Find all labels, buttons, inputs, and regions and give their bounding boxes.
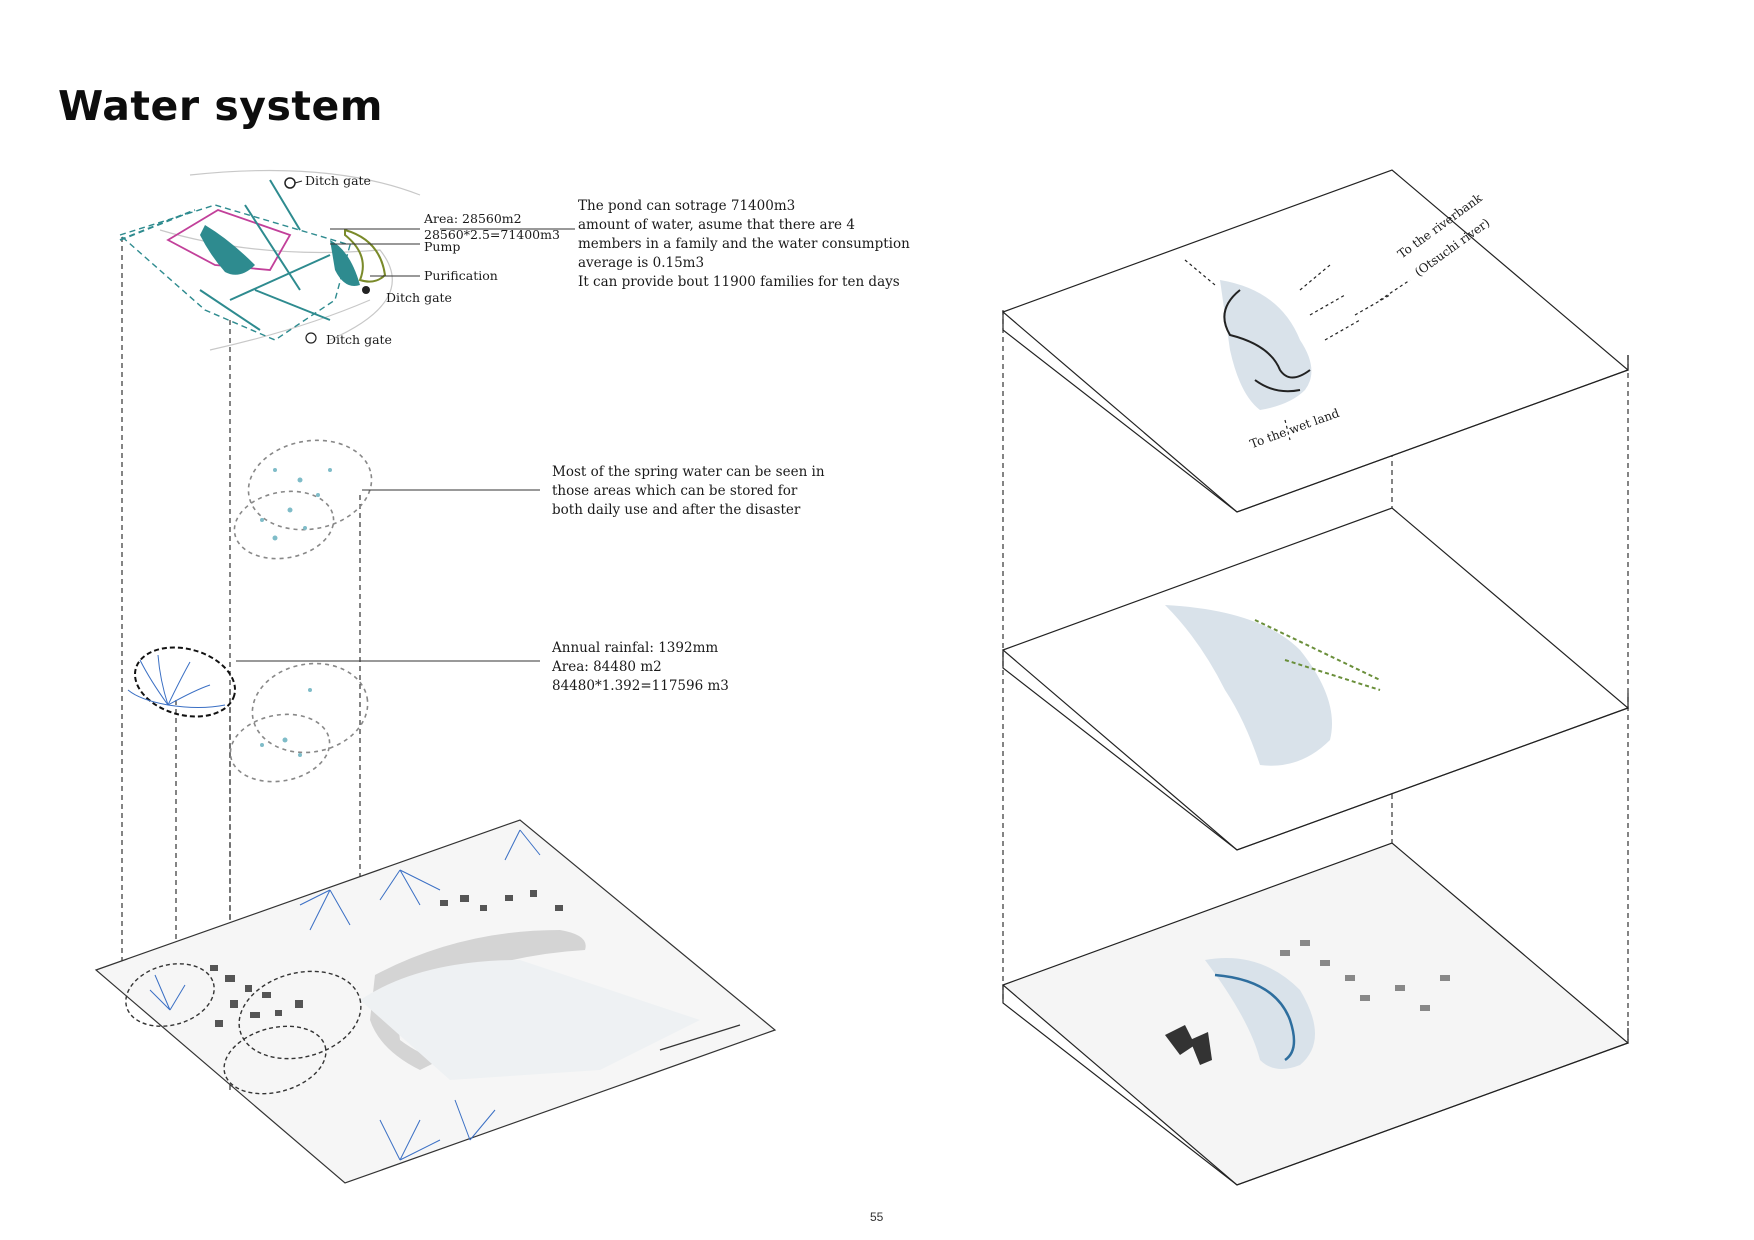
base-map-left (96, 820, 775, 1183)
pond-storage-note: The pond can sotrage 71400m3 amount of w… (578, 197, 910, 292)
layer-top (1003, 170, 1628, 512)
rainfall-note: Annual rainfal: 1392mm Area: 84480 m2 84… (552, 639, 729, 696)
ditch-gate-top-label: Ditch gate (305, 173, 371, 188)
spring-water-note: Most of the spring water can be seen in … (552, 463, 825, 520)
spring-dots (260, 468, 332, 757)
layer-bottom (1003, 843, 1628, 1185)
ditch-gate-bottom-label: Ditch gate (326, 332, 392, 347)
spring-areas (225, 431, 379, 789)
purification-label: Purification (424, 268, 498, 283)
ditch-gate-right-label: Ditch gate (386, 290, 452, 305)
pump-label: Pump (424, 239, 460, 254)
pond-plan (120, 171, 575, 351)
pond-area-label: Area: 28560m2 (424, 211, 522, 226)
layer-middle (1003, 508, 1628, 850)
page-number: 55 (870, 1210, 883, 1224)
rainfall-catchment (127, 637, 540, 727)
